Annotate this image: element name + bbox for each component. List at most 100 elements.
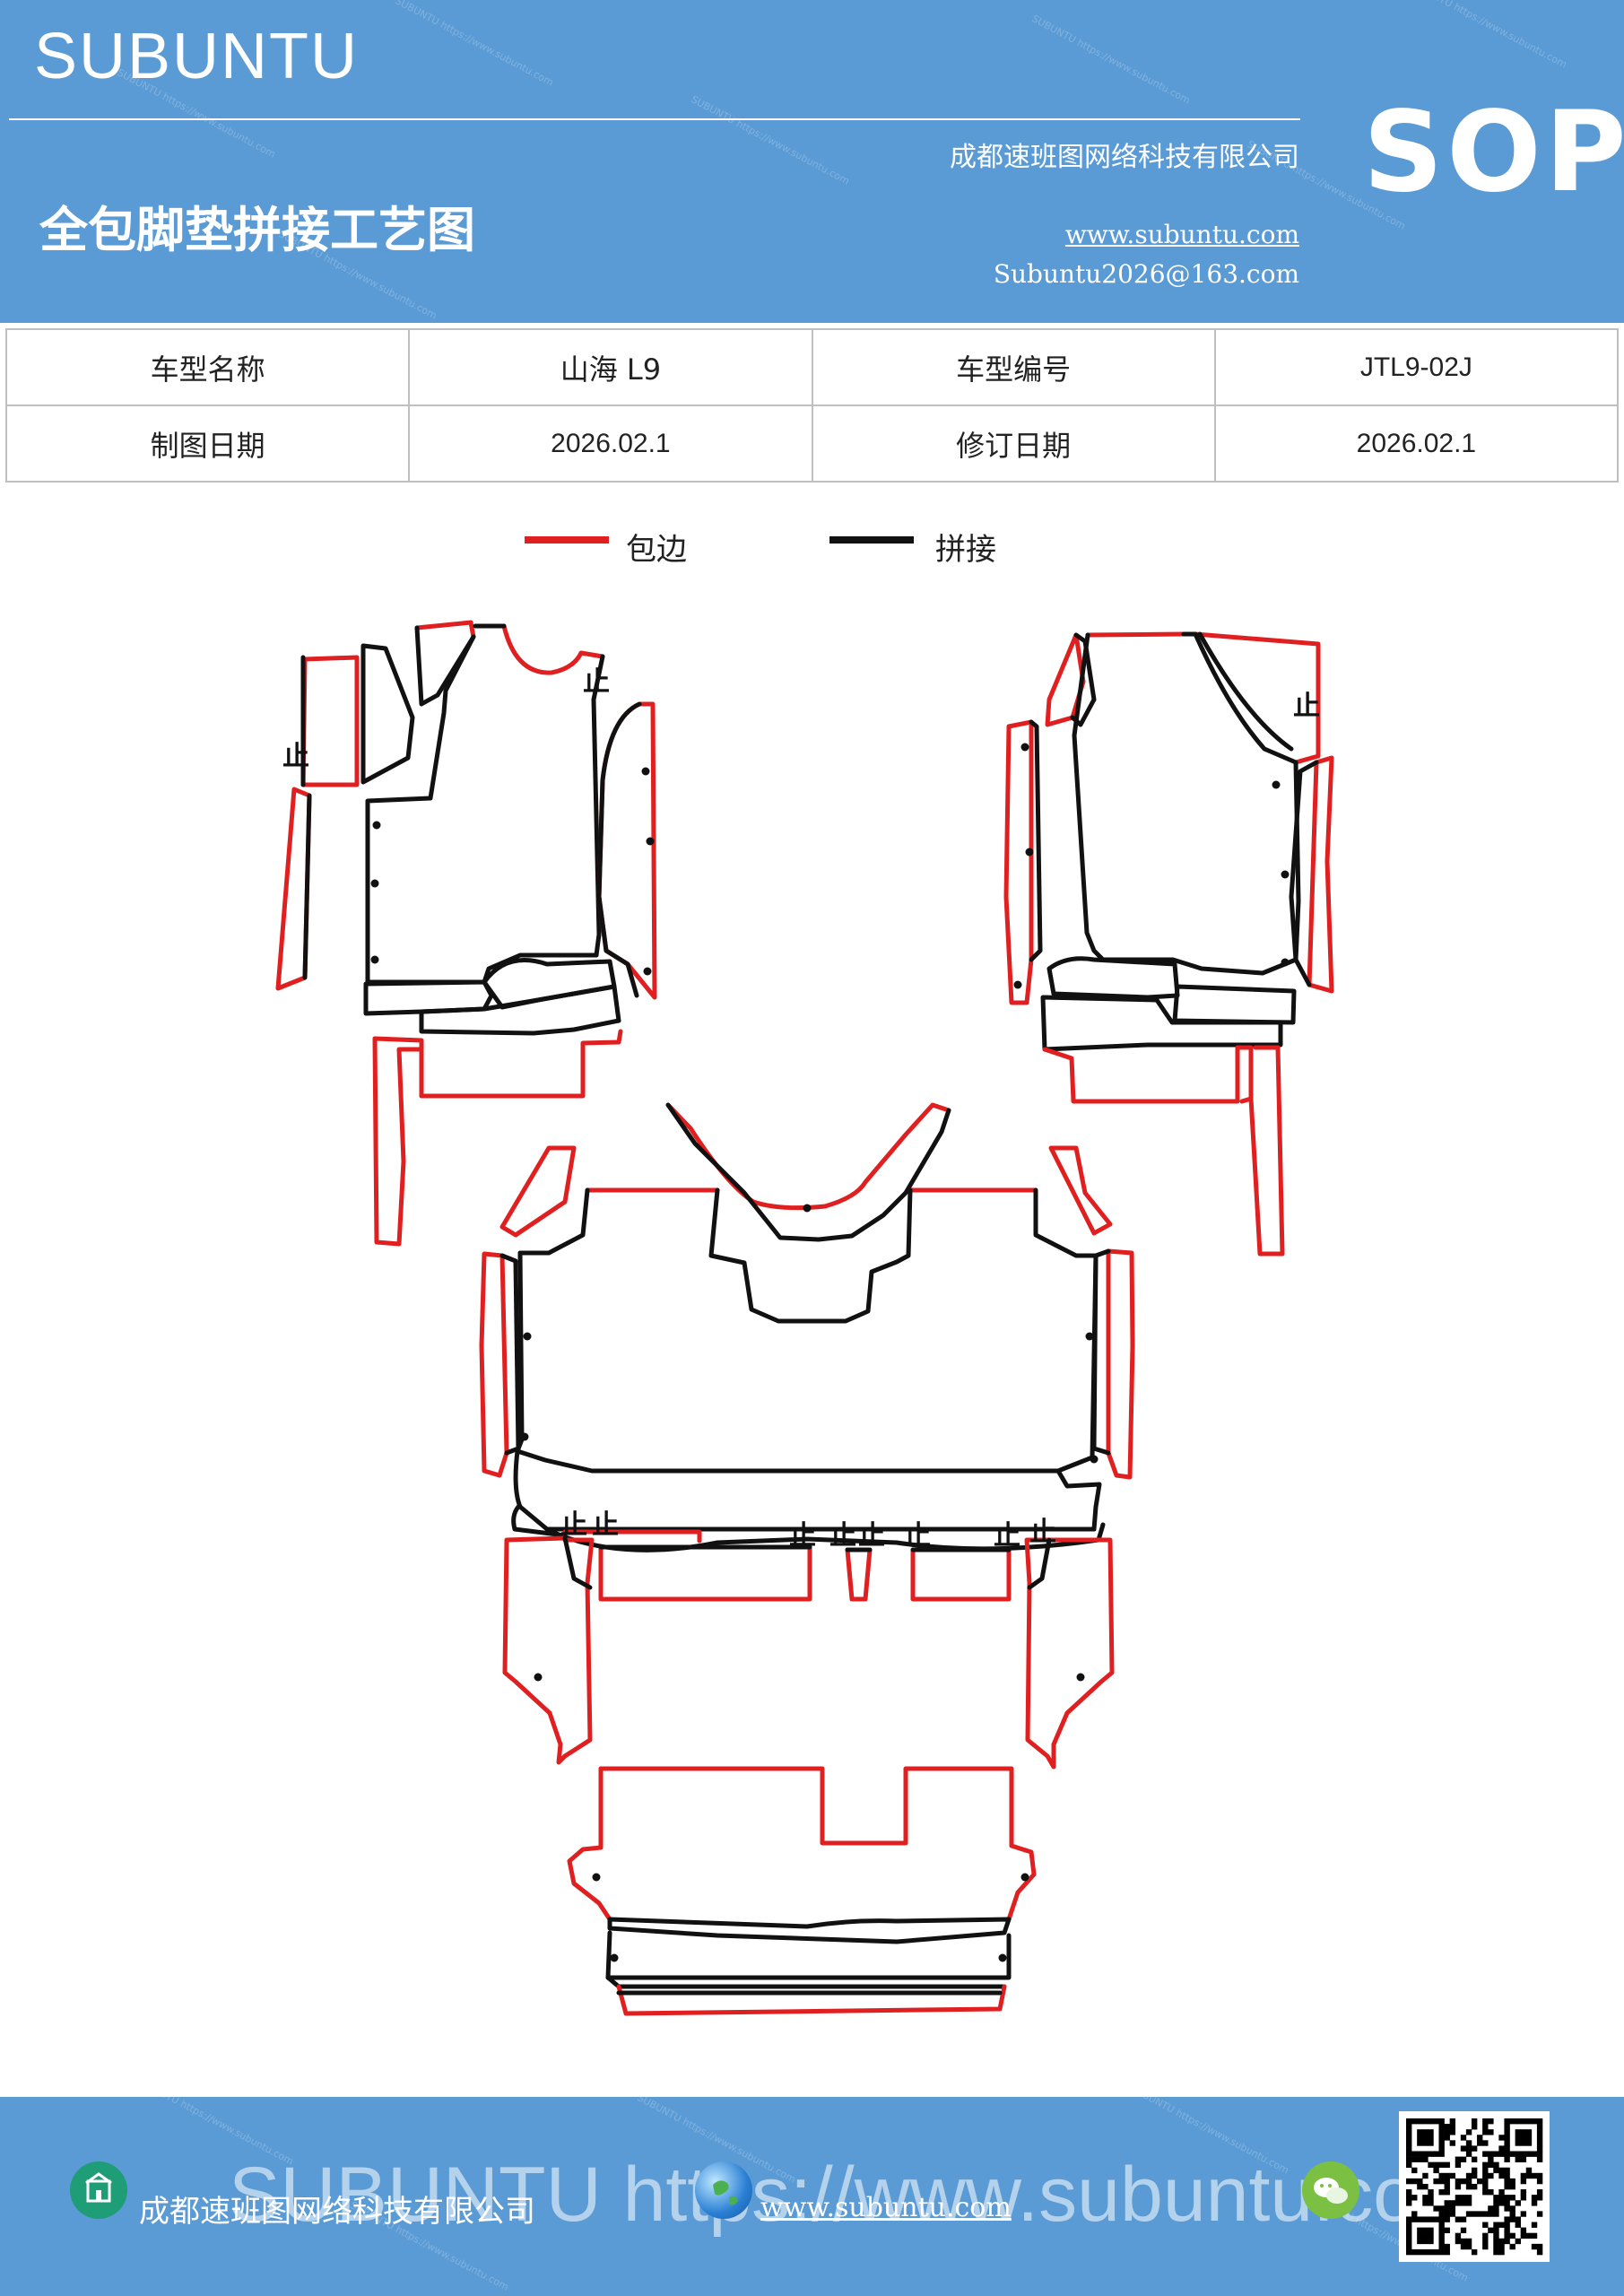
hole-marker	[370, 879, 379, 888]
edge-line	[562, 1529, 702, 1544]
qr-module	[1455, 2195, 1462, 2201]
qr-module	[1509, 2178, 1515, 2185]
qr-module	[1525, 2167, 1533, 2174]
page-title: 全包脚垫拼接工艺图	[39, 202, 475, 258]
seam-line	[1040, 995, 1283, 1052]
qr-module	[1406, 2140, 1412, 2146]
qr-module	[1504, 2118, 1510, 2125]
qr-module	[1488, 2205, 1494, 2212]
qr-module	[1515, 2140, 1521, 2146]
qr-module	[1411, 2195, 1418, 2201]
hole-marker	[523, 1332, 532, 1341]
edge-line	[414, 620, 476, 639]
seam-line	[1197, 631, 1294, 752]
seam-line	[419, 984, 621, 1036]
seam-line	[360, 643, 415, 785]
qr-module	[1444, 2135, 1450, 2141]
seam-line	[1072, 631, 1301, 976]
qr-module	[1455, 2200, 1462, 2206]
qr-module	[1488, 2151, 1494, 2157]
brand-name: SUBUNTU	[34, 21, 360, 92]
qr-module	[1504, 2151, 1510, 2157]
qr-module	[1438, 2211, 1445, 2217]
qr-module	[1411, 2118, 1418, 2125]
qr-module	[1460, 2216, 1467, 2222]
qr-module	[1504, 2200, 1510, 2206]
qr-module	[1465, 2178, 1472, 2185]
qr-module	[1504, 2124, 1510, 2130]
footer-website-link[interactable]: www.subuntu.com	[760, 2192, 1012, 2223]
qr-module	[1428, 2151, 1434, 2157]
qr-module	[1498, 2238, 1505, 2245]
qr-module	[1531, 2232, 1538, 2239]
qr-module	[1465, 2151, 1472, 2157]
qr-module	[1509, 2151, 1515, 2157]
qr-module	[1520, 2189, 1527, 2196]
website-link[interactable]: www.subuntu.com	[1064, 220, 1299, 249]
company-name: 成都速班图网络科技有限公司	[950, 142, 1299, 173]
qr-module	[1460, 2178, 1467, 2185]
qr-module	[1428, 2129, 1434, 2135]
stop-mark: 止	[829, 1520, 856, 1552]
qr-module	[1504, 2205, 1510, 2212]
qr-module	[1455, 2232, 1462, 2239]
qr-module	[1422, 2151, 1429, 2157]
hole-marker	[641, 767, 650, 776]
qr-module	[1536, 2118, 1543, 2125]
qr-module	[1465, 2238, 1472, 2245]
hole-marker	[643, 967, 652, 976]
qr-module	[1449, 2172, 1456, 2179]
qr-module	[1504, 2140, 1510, 2146]
qr-module	[1438, 2238, 1445, 2245]
qr-module	[1417, 2232, 1423, 2239]
stop-mark: 止	[1029, 1517, 1056, 1548]
qr-module	[1498, 2222, 1505, 2228]
qr-module	[1493, 2238, 1499, 2245]
qr-module	[1428, 2161, 1434, 2169]
qr-module	[1428, 2135, 1434, 2141]
qr-module	[1449, 2129, 1456, 2135]
qr-module	[1422, 2172, 1429, 2179]
qr-module	[1498, 2243, 1505, 2250]
qr-module	[1482, 2129, 1489, 2135]
qr-module	[1444, 2243, 1450, 2250]
qr-module	[1471, 2248, 1478, 2256]
draw-date-label: 制图日期	[4, 404, 411, 483]
qr-module	[1482, 2183, 1489, 2190]
footer-watermark-banner: SUBUNTU https://www.subuntu.com	[229, 2152, 1481, 2238]
qr-module	[1411, 2151, 1418, 2157]
qr-module	[1406, 2161, 1412, 2169]
qr-module	[1520, 2172, 1527, 2179]
edge-line	[1024, 1537, 1115, 1770]
qr-module	[1406, 2145, 1412, 2152]
qr-module	[1433, 2248, 1439, 2256]
footer-company-name: 成都速班图网络科技有限公司	[139, 2194, 535, 2230]
qr-module	[1504, 2232, 1510, 2239]
qr-module	[1525, 2232, 1533, 2239]
qr-module	[1488, 2161, 1494, 2169]
qr-module	[1515, 2222, 1521, 2228]
qr-module	[1520, 2195, 1527, 2201]
hole-marker	[534, 1673, 543, 1682]
qr-module	[1411, 2167, 1418, 2174]
qr-module	[1465, 2183, 1472, 2190]
qr-module	[1482, 2222, 1489, 2228]
qr-module	[1520, 2151, 1527, 2157]
hole-marker	[1085, 1332, 1094, 1341]
qr-module	[1438, 2172, 1445, 2179]
edge-line	[1106, 1248, 1135, 1480]
qr-module	[1465, 2243, 1472, 2250]
qr-module	[1433, 2178, 1439, 2185]
qr-module	[1444, 2227, 1450, 2233]
qr-module	[1444, 2161, 1450, 2169]
qr-module	[1520, 2178, 1527, 2185]
qr-module	[1536, 2140, 1543, 2146]
qr-module	[1509, 2243, 1515, 2250]
qr-module	[1504, 2227, 1510, 2233]
hole-marker	[372, 821, 381, 830]
edge-line	[1003, 719, 1034, 1005]
qr-module	[1531, 2118, 1538, 2125]
qr-module	[1525, 2140, 1533, 2146]
header-divider	[9, 118, 1300, 120]
stop-mark: 止	[904, 1520, 931, 1552]
